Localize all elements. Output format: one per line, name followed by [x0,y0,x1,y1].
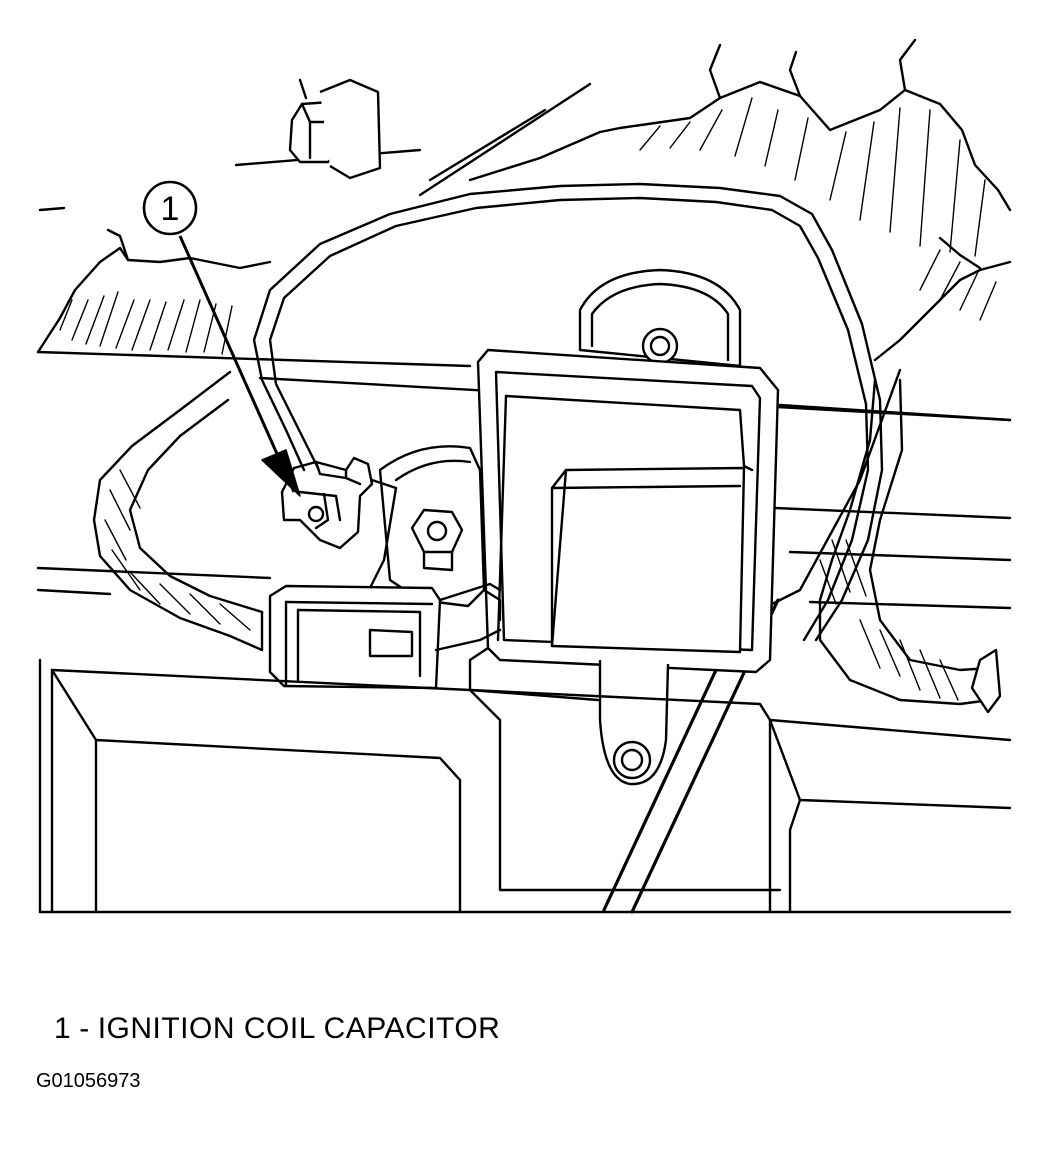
ignition-coil [468,268,780,786]
callout-1-circle [142,180,198,236]
legend-item-1: 1-IGNITION COIL CAPACITOR [54,1012,500,1046]
figure-id: G01056973 [36,1070,141,1092]
callout-1-arrowhead [261,449,301,497]
capacitor-bracket [338,445,502,622]
legend-number: 1 [54,1012,72,1045]
harness-connector [268,582,502,690]
wiring-harness [92,370,1002,714]
capacitor-connector [280,456,374,550]
callout-1-number: 1 [161,190,180,228]
legend-separator: - [79,1012,90,1045]
callout-1-leader [178,235,296,493]
legend-label: IGNITION COIL CAPACITOR [97,1012,501,1045]
top-bolt [288,78,382,180]
lower-panels [50,668,1012,914]
capacitor-wire [252,182,884,642]
ignition-coil-capacitor-illustration: 1 [36,38,1012,914]
callout-1: 1 [142,180,301,497]
